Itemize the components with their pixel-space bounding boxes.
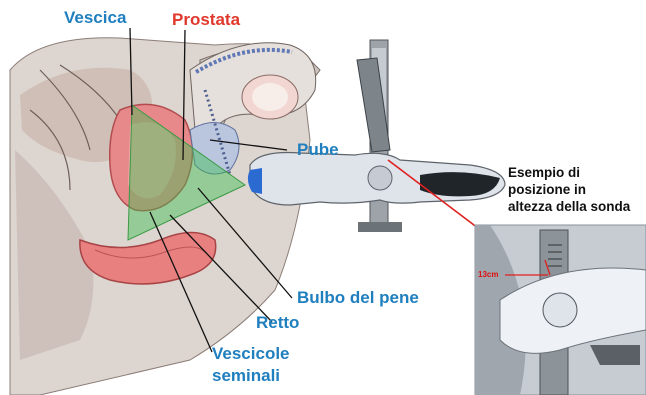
label-vescicole-line2: seminali [212, 365, 290, 387]
label-esempio-line1: Esempio di [508, 164, 630, 181]
label-esempio-line3: altezza della sonda [508, 198, 630, 215]
label-vescica: Vescica [64, 8, 126, 28]
label-vescicole-seminali: Vescicole seminali [212, 343, 290, 387]
label-prostata: Prostata [172, 10, 240, 30]
label-esempio-line2: posizione in [508, 181, 630, 198]
label-retto: Retto [256, 313, 299, 333]
inset-photo [475, 225, 646, 395]
ultrasound-probe [248, 153, 505, 206]
label-bulbo-del-pene: Bulbo del pene [297, 288, 419, 308]
label-pube: Pube [297, 140, 339, 160]
label-vescicole-line1: Vescicole [212, 343, 290, 365]
label-esempio-posizione: Esempio di posizione in altezza della so… [508, 164, 630, 215]
label-inset-measure: 13cm [478, 270, 498, 279]
